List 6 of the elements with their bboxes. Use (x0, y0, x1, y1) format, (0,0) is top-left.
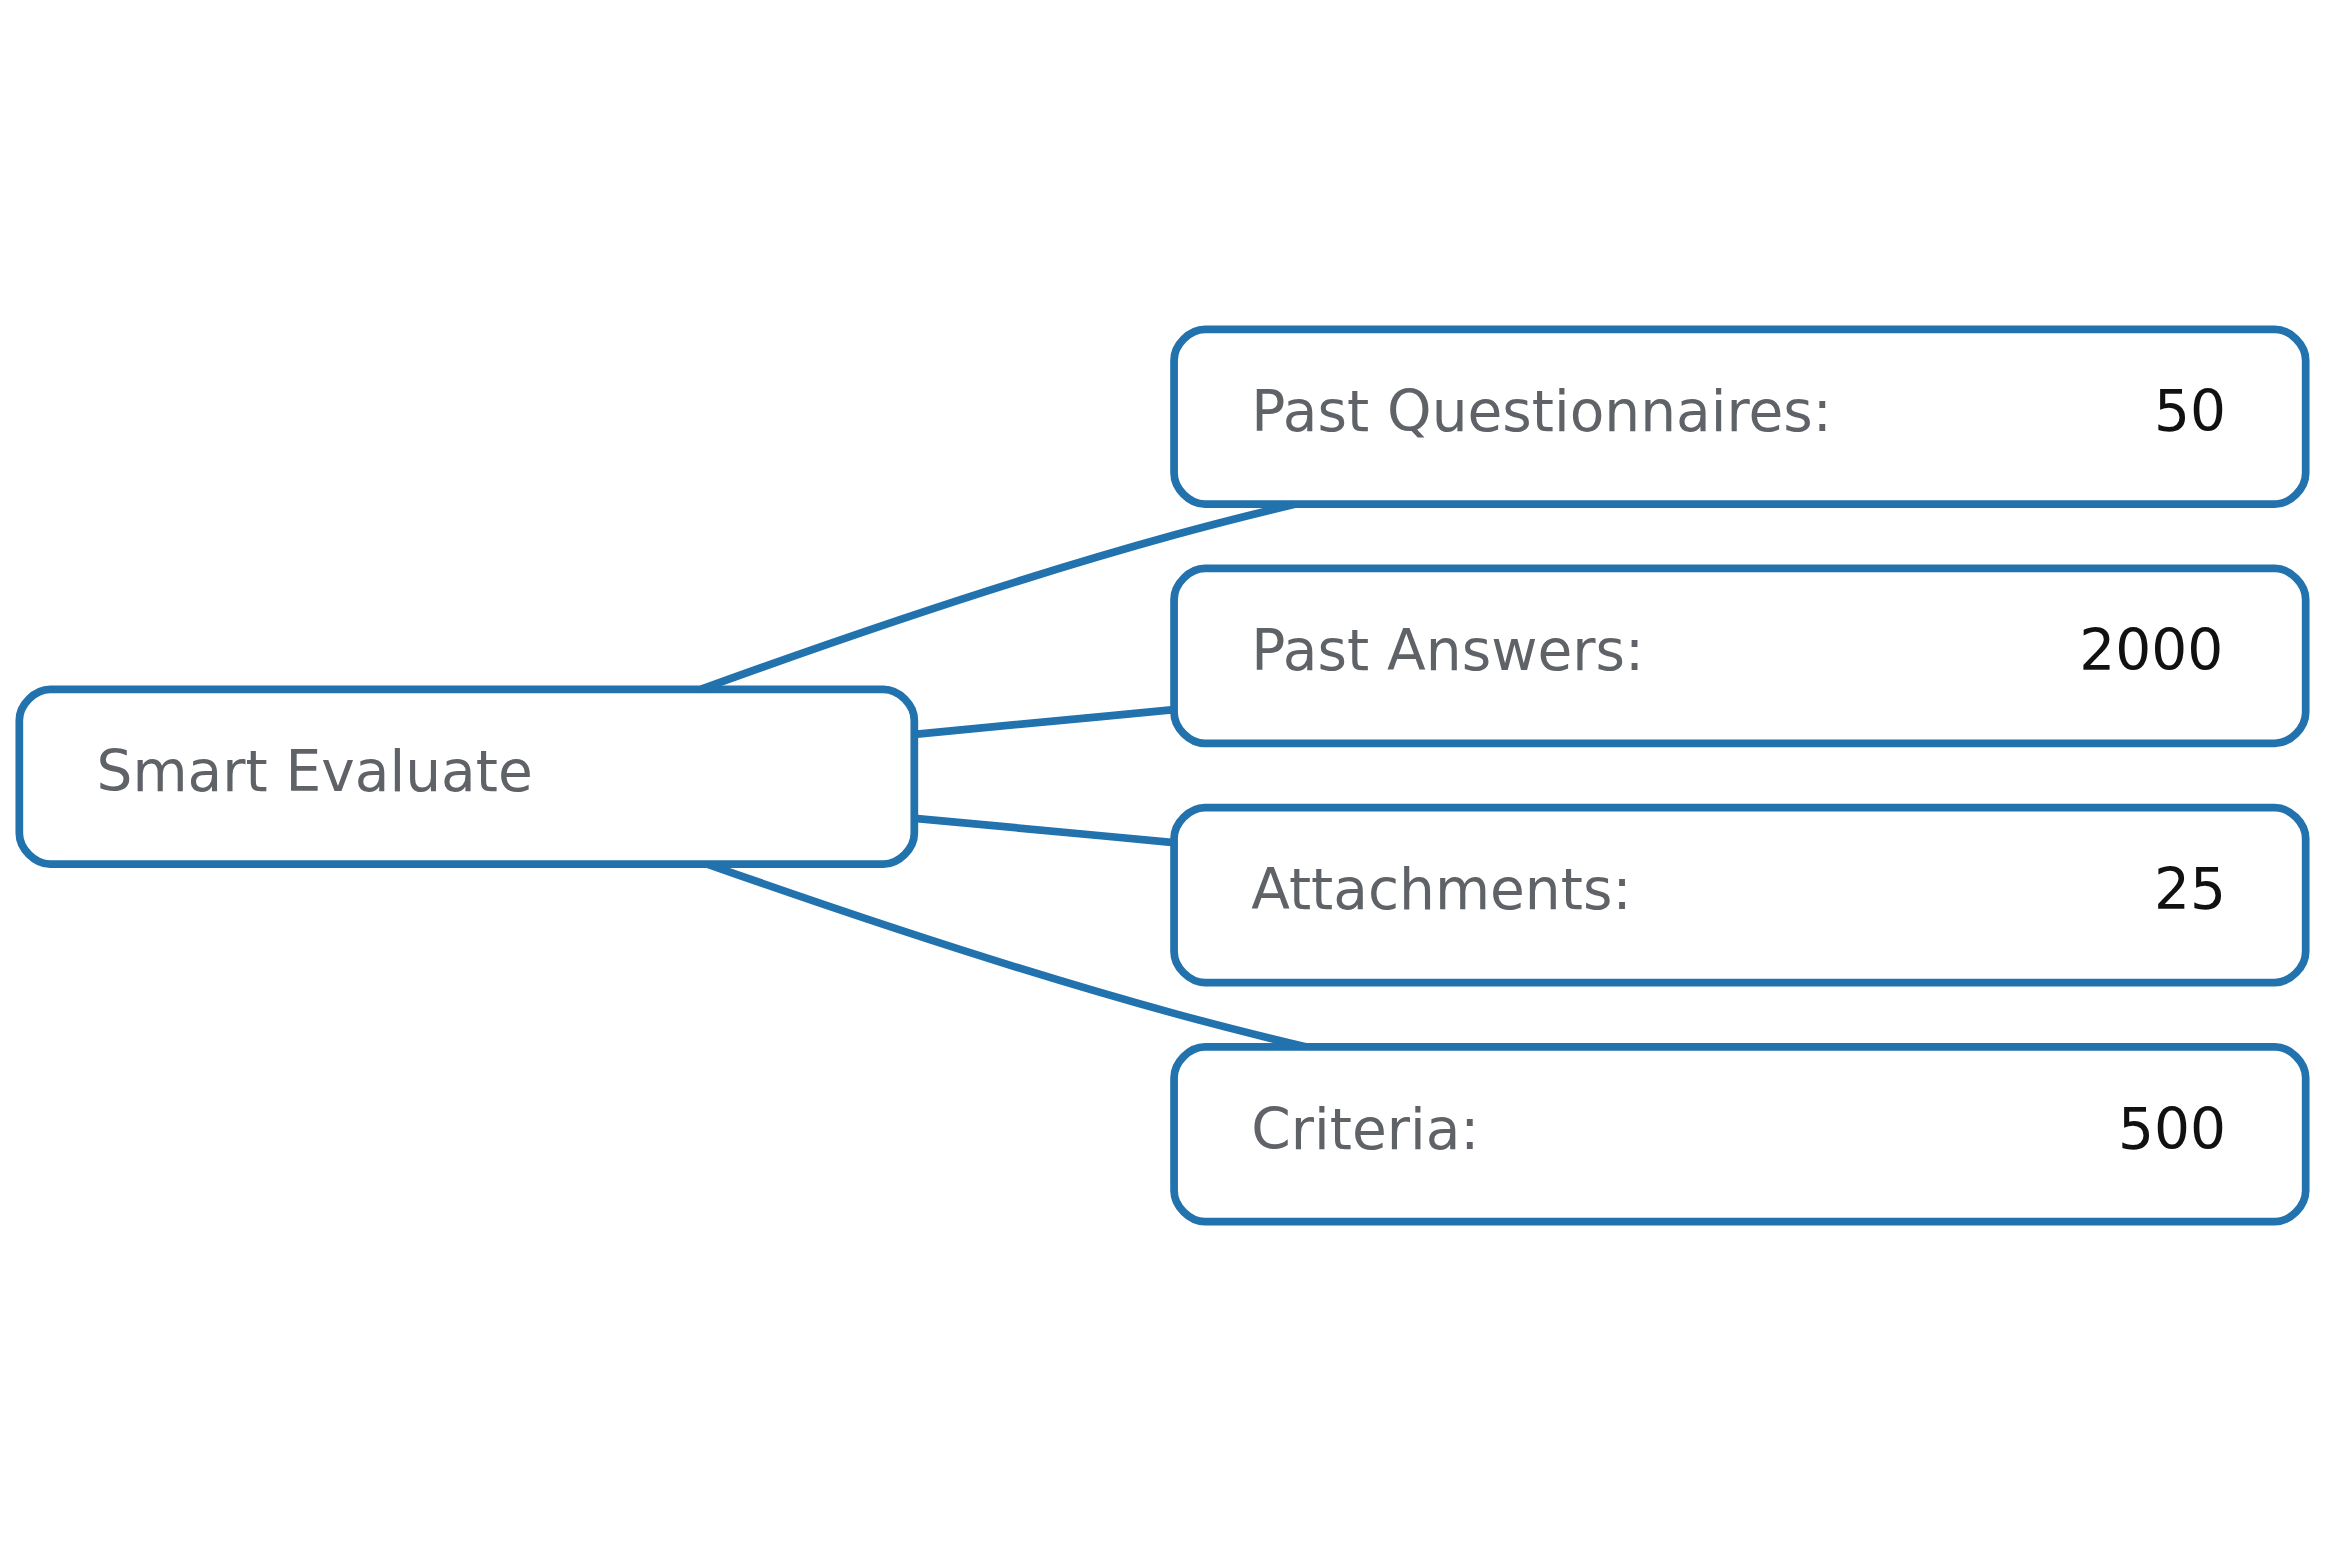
connector (706, 860, 1307, 1051)
node-box: Past Questionnaires: 50 (1170, 325, 2310, 509)
node-box: Smart Evaluate (15, 685, 919, 869)
node-box: Past Answers: 2000 (1170, 564, 2310, 748)
node-box: Attachments: 25 (1170, 803, 2310, 987)
node-box: Criteria: 500 (1170, 1042, 2310, 1226)
